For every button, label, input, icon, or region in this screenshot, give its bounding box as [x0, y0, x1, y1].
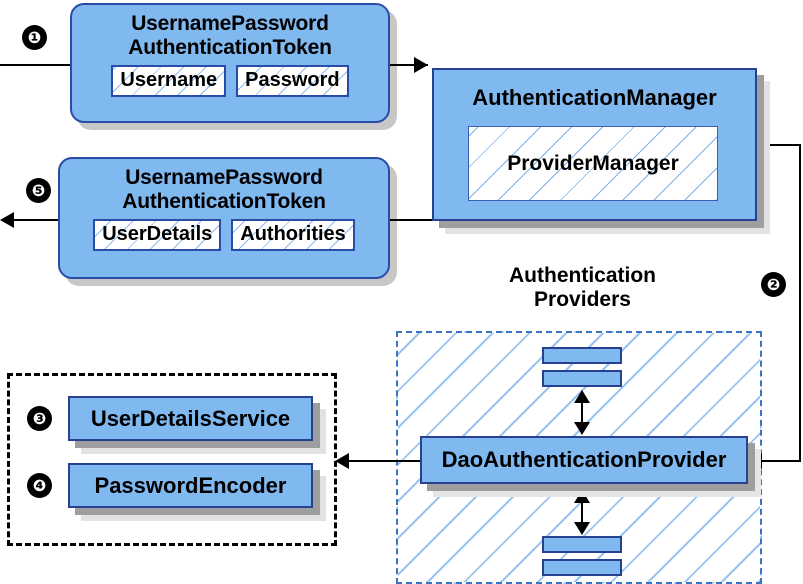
arrow-provider-link-up: [574, 390, 590, 403]
dao-authentication-provider-label: DaoAuthenticationProvider: [441, 447, 727, 472]
authentication-manager-title: AuthenticationManager: [472, 85, 717, 110]
step-badge-2: ❷: [761, 272, 786, 297]
connector-request-in: [0, 64, 72, 66]
request-token-fields: Username Password: [72, 65, 388, 98]
password-encoder-label: PasswordEncoder: [94, 472, 287, 498]
arrow-provider-link-down-top: [574, 422, 590, 435]
step-badge-4: ❹: [27, 473, 52, 498]
arrow-token-to-manager: [414, 57, 428, 73]
connector-token-to-manager-line: [390, 64, 428, 66]
arrow-provider-link-down: [574, 522, 590, 535]
authentication-providers-caption: Authentication Providers: [509, 264, 656, 312]
step-badge-1: ❶: [22, 25, 47, 50]
authentication-manager-box[interactable]: AuthenticationManager ProviderManager: [432, 68, 757, 221]
provider-placeholder-top-2: [542, 370, 622, 387]
request-token-field-password[interactable]: Password: [236, 65, 349, 98]
response-token-title: UsernamePassword AuthenticationToken: [122, 166, 326, 213]
provider-manager-box[interactable]: ProviderManager: [468, 126, 718, 201]
request-token-title: UsernamePassword AuthenticationToken: [128, 12, 332, 59]
response-token-card[interactable]: UsernamePassword AuthenticationToken Use…: [58, 157, 390, 279]
arrow-provider-to-beans: [335, 453, 349, 469]
provider-placeholder-bottom-2: [542, 559, 622, 576]
arrow-provider-link-up-bottom: [574, 490, 590, 503]
request-token-card[interactable]: UsernamePassword AuthenticationToken Use…: [70, 3, 390, 123]
provider-manager-label: ProviderManager: [507, 151, 679, 175]
connector-into-provider: [762, 460, 801, 462]
dao-authentication-provider-box[interactable]: DaoAuthenticationProvider: [420, 436, 748, 484]
user-details-service-label: UserDetailsService: [90, 405, 291, 431]
connector-manager-right-stub: [757, 144, 801, 146]
connector-manager-down: [799, 144, 801, 462]
request-token-field-username[interactable]: Username: [111, 65, 227, 98]
step-badge-5: ❺: [26, 178, 51, 203]
connector-manager-to-response-token: [390, 219, 434, 221]
connector-provider-down-link: [581, 495, 583, 529]
response-token-field-userdetails[interactable]: UserDetails: [93, 219, 222, 252]
connector-provider-up-link: [581, 395, 583, 429]
arrow-into-dao-provider: [748, 453, 762, 469]
response-token-field-authorities[interactable]: Authorities: [231, 219, 355, 252]
user-details-service-box[interactable]: UserDetailsService: [68, 396, 313, 441]
provider-placeholder-top-1: [542, 347, 622, 364]
step-badge-3: ❸: [27, 406, 52, 431]
provider-placeholder-bottom-1: [542, 536, 622, 553]
arrow-response-out: [0, 212, 14, 228]
connector-provider-to-beans-line: [349, 460, 421, 462]
connector-response-out-line: [14, 219, 72, 221]
response-token-fields: UserDetails Authorities: [60, 219, 388, 252]
password-encoder-box[interactable]: PasswordEncoder: [68, 463, 313, 508]
